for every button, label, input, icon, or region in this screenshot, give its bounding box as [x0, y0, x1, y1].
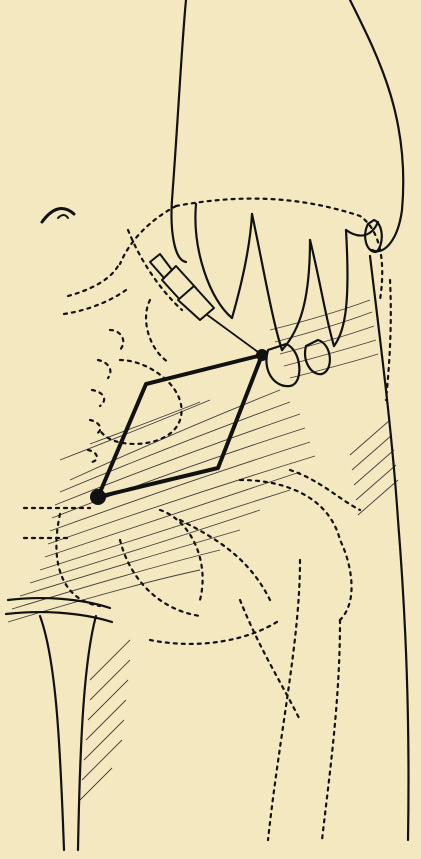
marker-point-lower: [90, 489, 106, 505]
marker-point-upper: [256, 349, 268, 361]
